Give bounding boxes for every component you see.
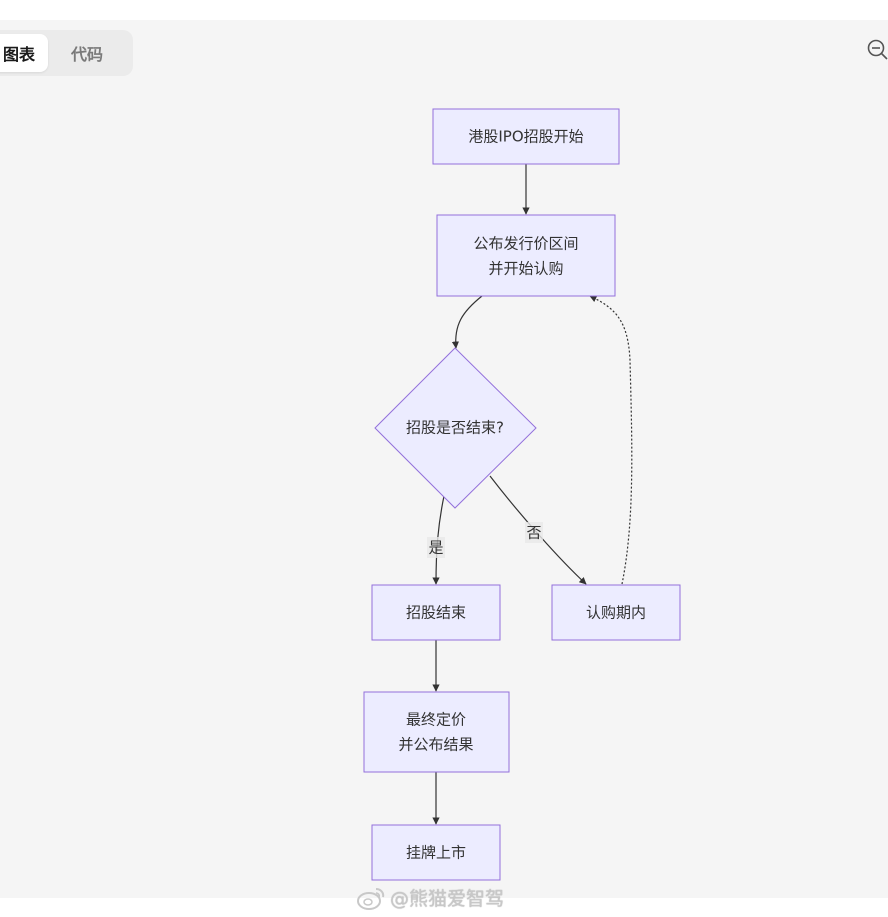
node-final-price: 最终定价 并公布结果 xyxy=(363,691,510,773)
node-listing-label: 挂牌上市 xyxy=(406,844,466,862)
node-ended-label: 招股结束 xyxy=(406,604,466,622)
edge-label-no: 否 xyxy=(525,522,543,543)
top-bar xyxy=(0,0,888,20)
edge-price-to-decision xyxy=(451,295,483,349)
view-tabs: 图表 代码 xyxy=(0,30,133,76)
edge-label-yes: 是 xyxy=(427,537,445,558)
node-price-line2: 并开始认购 xyxy=(488,260,563,278)
node-start-label: 港股IPO招股开始 xyxy=(468,128,583,146)
node-final-line1: 最终定价 xyxy=(406,711,466,729)
node-decision-label: 招股是否结束? xyxy=(406,419,504,437)
node-ended: 招股结束 xyxy=(371,584,501,641)
weibo-icon xyxy=(357,887,385,910)
tab-chart[interactable]: 图表 xyxy=(0,34,48,72)
node-price-line1: 公布发行价区间 xyxy=(473,235,578,253)
edge-period-loop xyxy=(589,295,633,585)
node-listing: 挂牌上市 xyxy=(371,824,501,881)
node-price-range: 公布发行价区间 并开始认购 xyxy=(436,214,616,297)
node-final-line2: 并公布结果 xyxy=(398,736,473,754)
node-start: 港股IPO招股开始 xyxy=(432,108,620,165)
node-period: 认购期内 xyxy=(551,584,681,641)
tab-code[interactable]: 代码 xyxy=(70,45,103,64)
node-period-label: 认购期内 xyxy=(586,604,646,622)
zoom-out-icon[interactable] xyxy=(866,38,888,62)
no-label: 否 xyxy=(526,524,541,542)
node-decision: 招股是否结束? xyxy=(374,347,537,509)
yes-label: 是 xyxy=(428,539,443,557)
watermark: @熊猫爱智驾 xyxy=(356,884,504,911)
watermark-text: @熊猫爱智驾 xyxy=(390,888,505,910)
